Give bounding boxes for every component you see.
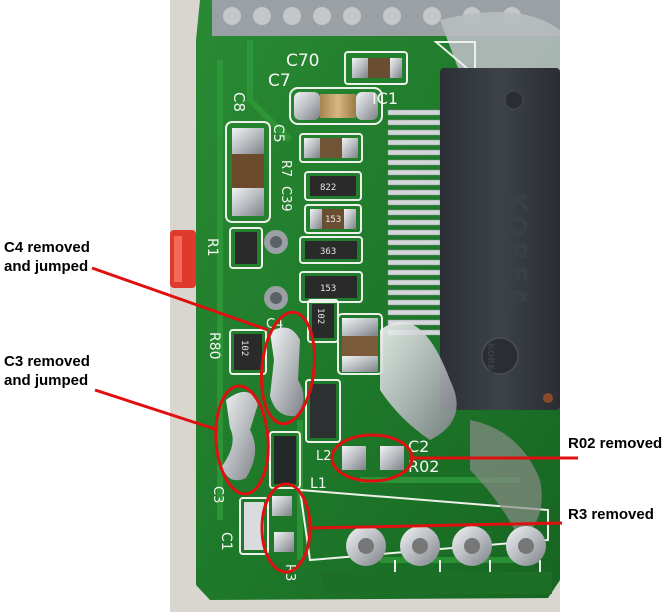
label-c70: C70 [286, 51, 320, 71]
r02-callout: R02 removed [568, 435, 663, 452]
label-r7: R7 [278, 160, 293, 177]
label-c7: C7 [268, 71, 291, 91]
resistor-code-c: 363 [320, 247, 336, 257]
resistor-code-a: 822 [320, 183, 336, 193]
resistor-code-f: 102 [315, 308, 325, 324]
led [170, 230, 196, 288]
label-c2: C2 [408, 437, 429, 456]
resistor-code-d: 153 [320, 284, 336, 294]
c4-callout: C4 removed and jumped [4, 239, 90, 275]
r3-callout: R3 removed [568, 506, 654, 523]
label-r80: R80 [206, 332, 222, 360]
c4-highlight-ellipse [259, 310, 317, 426]
label-c5: C5 [270, 124, 286, 143]
annotation-marks [91, 266, 578, 574]
chip-marking-2: KOREA [485, 343, 495, 377]
label-r1: R1 [204, 238, 220, 257]
chip-marking-1: KOREA [501, 192, 531, 311]
ic-pins [387, 109, 441, 336]
label-c8: C8 [230, 92, 248, 112]
components [222, 58, 552, 594]
label-l2: L2 [316, 449, 332, 464]
c3-callout: C3 removed and jumped [4, 353, 90, 389]
label-l1: L1 [310, 476, 327, 492]
label-c3: C3 [210, 486, 225, 503]
label-c39: C39 [278, 186, 293, 212]
c3-highlight-ellipse [214, 384, 270, 496]
resistor-code-e: 102 [239, 340, 249, 356]
c3-pointer-line [94, 388, 219, 432]
r3-pointer-line [309, 521, 563, 530]
resistor-code-b: 153 [325, 215, 341, 225]
label-ic1: IC1 [372, 89, 398, 108]
label-c1: C1 [218, 532, 234, 551]
label-r02: R02 [408, 457, 439, 476]
ic-chip: KOREA KOREA [440, 68, 560, 410]
silkscreen-labels: C70 C7 C8 C5 IC1 R7 C39 R1 R80 C4 C2 L2 … [204, 51, 439, 581]
c4-pointer-line [91, 266, 269, 332]
